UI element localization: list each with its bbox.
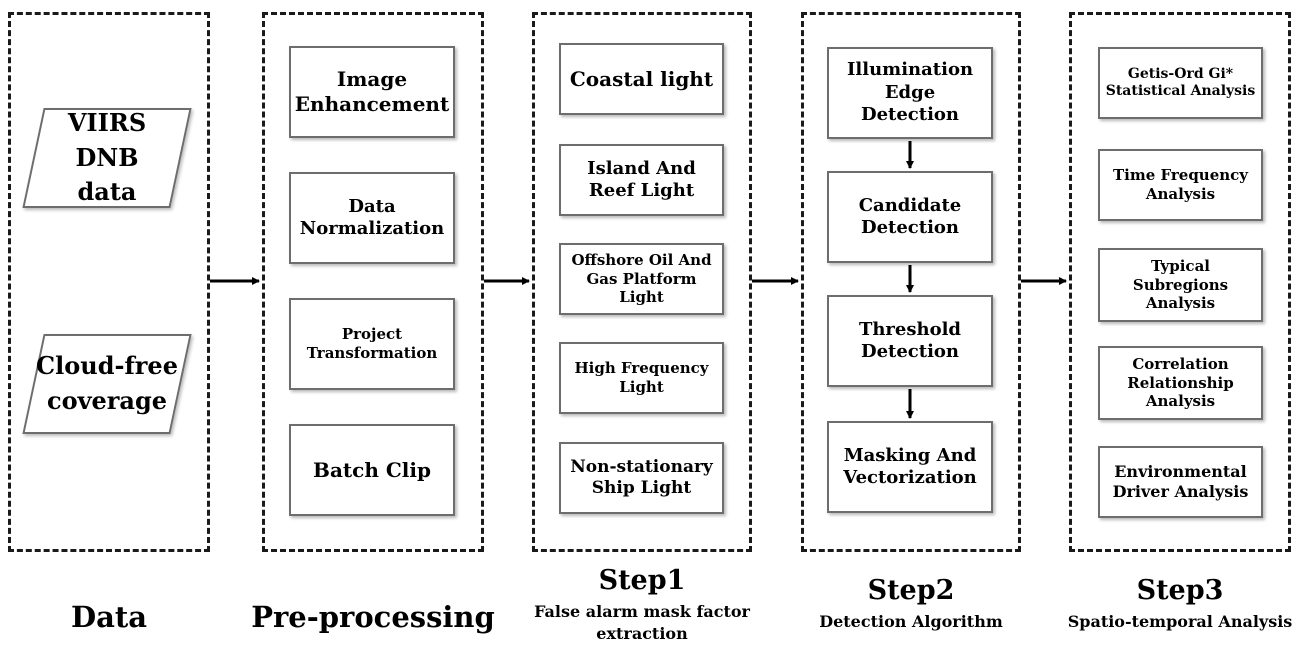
step2-stage	[801, 12, 1021, 552]
step2-caption: Step2	[867, 575, 955, 606]
illumination-edge-detection-box: Illumination Edge Detection	[827, 47, 993, 139]
viirs-dnb-data-input: VIIRS DNB data	[22, 107, 192, 208]
time-frequency-analysis-box: Time Frequency Analysis	[1098, 149, 1263, 221]
threshold-detection-box: Threshold Detection	[827, 295, 993, 387]
data-normalization-box: Data Normalization	[289, 172, 455, 264]
cloud-free-coverage-input: Cloud-free coverage	[22, 334, 192, 434]
project-transformation-box: Project Transformation	[289, 298, 455, 390]
batch-clip-box: Batch Clip	[289, 424, 455, 516]
step2-subcaption: Detection Algorithm	[819, 612, 1003, 631]
preprocessing-stage	[262, 12, 484, 552]
candidate-detection-box: Candidate Detection	[827, 171, 993, 263]
cloud-free-coverage-label: Cloud-free coverage	[36, 351, 178, 415]
high-frequency-light-box: High Frequency Light	[559, 342, 724, 414]
viirs-dnb-data-label: VIIRS DNB data	[67, 107, 147, 207]
step1-caption: Step1	[598, 565, 686, 596]
step3-stage	[1069, 12, 1291, 552]
typical-subregions-analysis-box: Typical Subregions Analysis	[1098, 248, 1263, 322]
non-stationary-ship-light-box: Non-stationary Ship Light	[559, 442, 724, 514]
environmental-driver-analysis-box: Environmental Driver Analysis	[1098, 446, 1263, 518]
step1-stage	[532, 12, 752, 552]
correlation-relationship-analysis-box: Correlation Relationship Analysis	[1098, 346, 1263, 420]
image-enhancement-box: Image Enhancement	[289, 46, 455, 138]
getis-ord-gi-analysis-box: Getis-Ord Gi* Statistical Analysis	[1098, 47, 1263, 119]
coastal-light-box: Coastal light	[559, 43, 724, 115]
island-reef-light-box: Island And Reef Light	[559, 144, 724, 216]
offshore-oil-gas-platform-light-box: Offshore Oil And Gas Platform Light	[559, 243, 724, 315]
step3-caption: Step3	[1136, 575, 1224, 606]
step1-subcaption: False alarm mask factor extraction	[534, 602, 750, 643]
data-caption: Data	[70, 600, 148, 634]
data-stage	[8, 12, 210, 552]
masking-vectorization-box: Masking And Vectorization	[827, 421, 993, 513]
preprocessing-caption: Pre-processing	[251, 600, 495, 634]
step3-subcaption: Spatio-temporal Analysis	[1067, 612, 1293, 631]
